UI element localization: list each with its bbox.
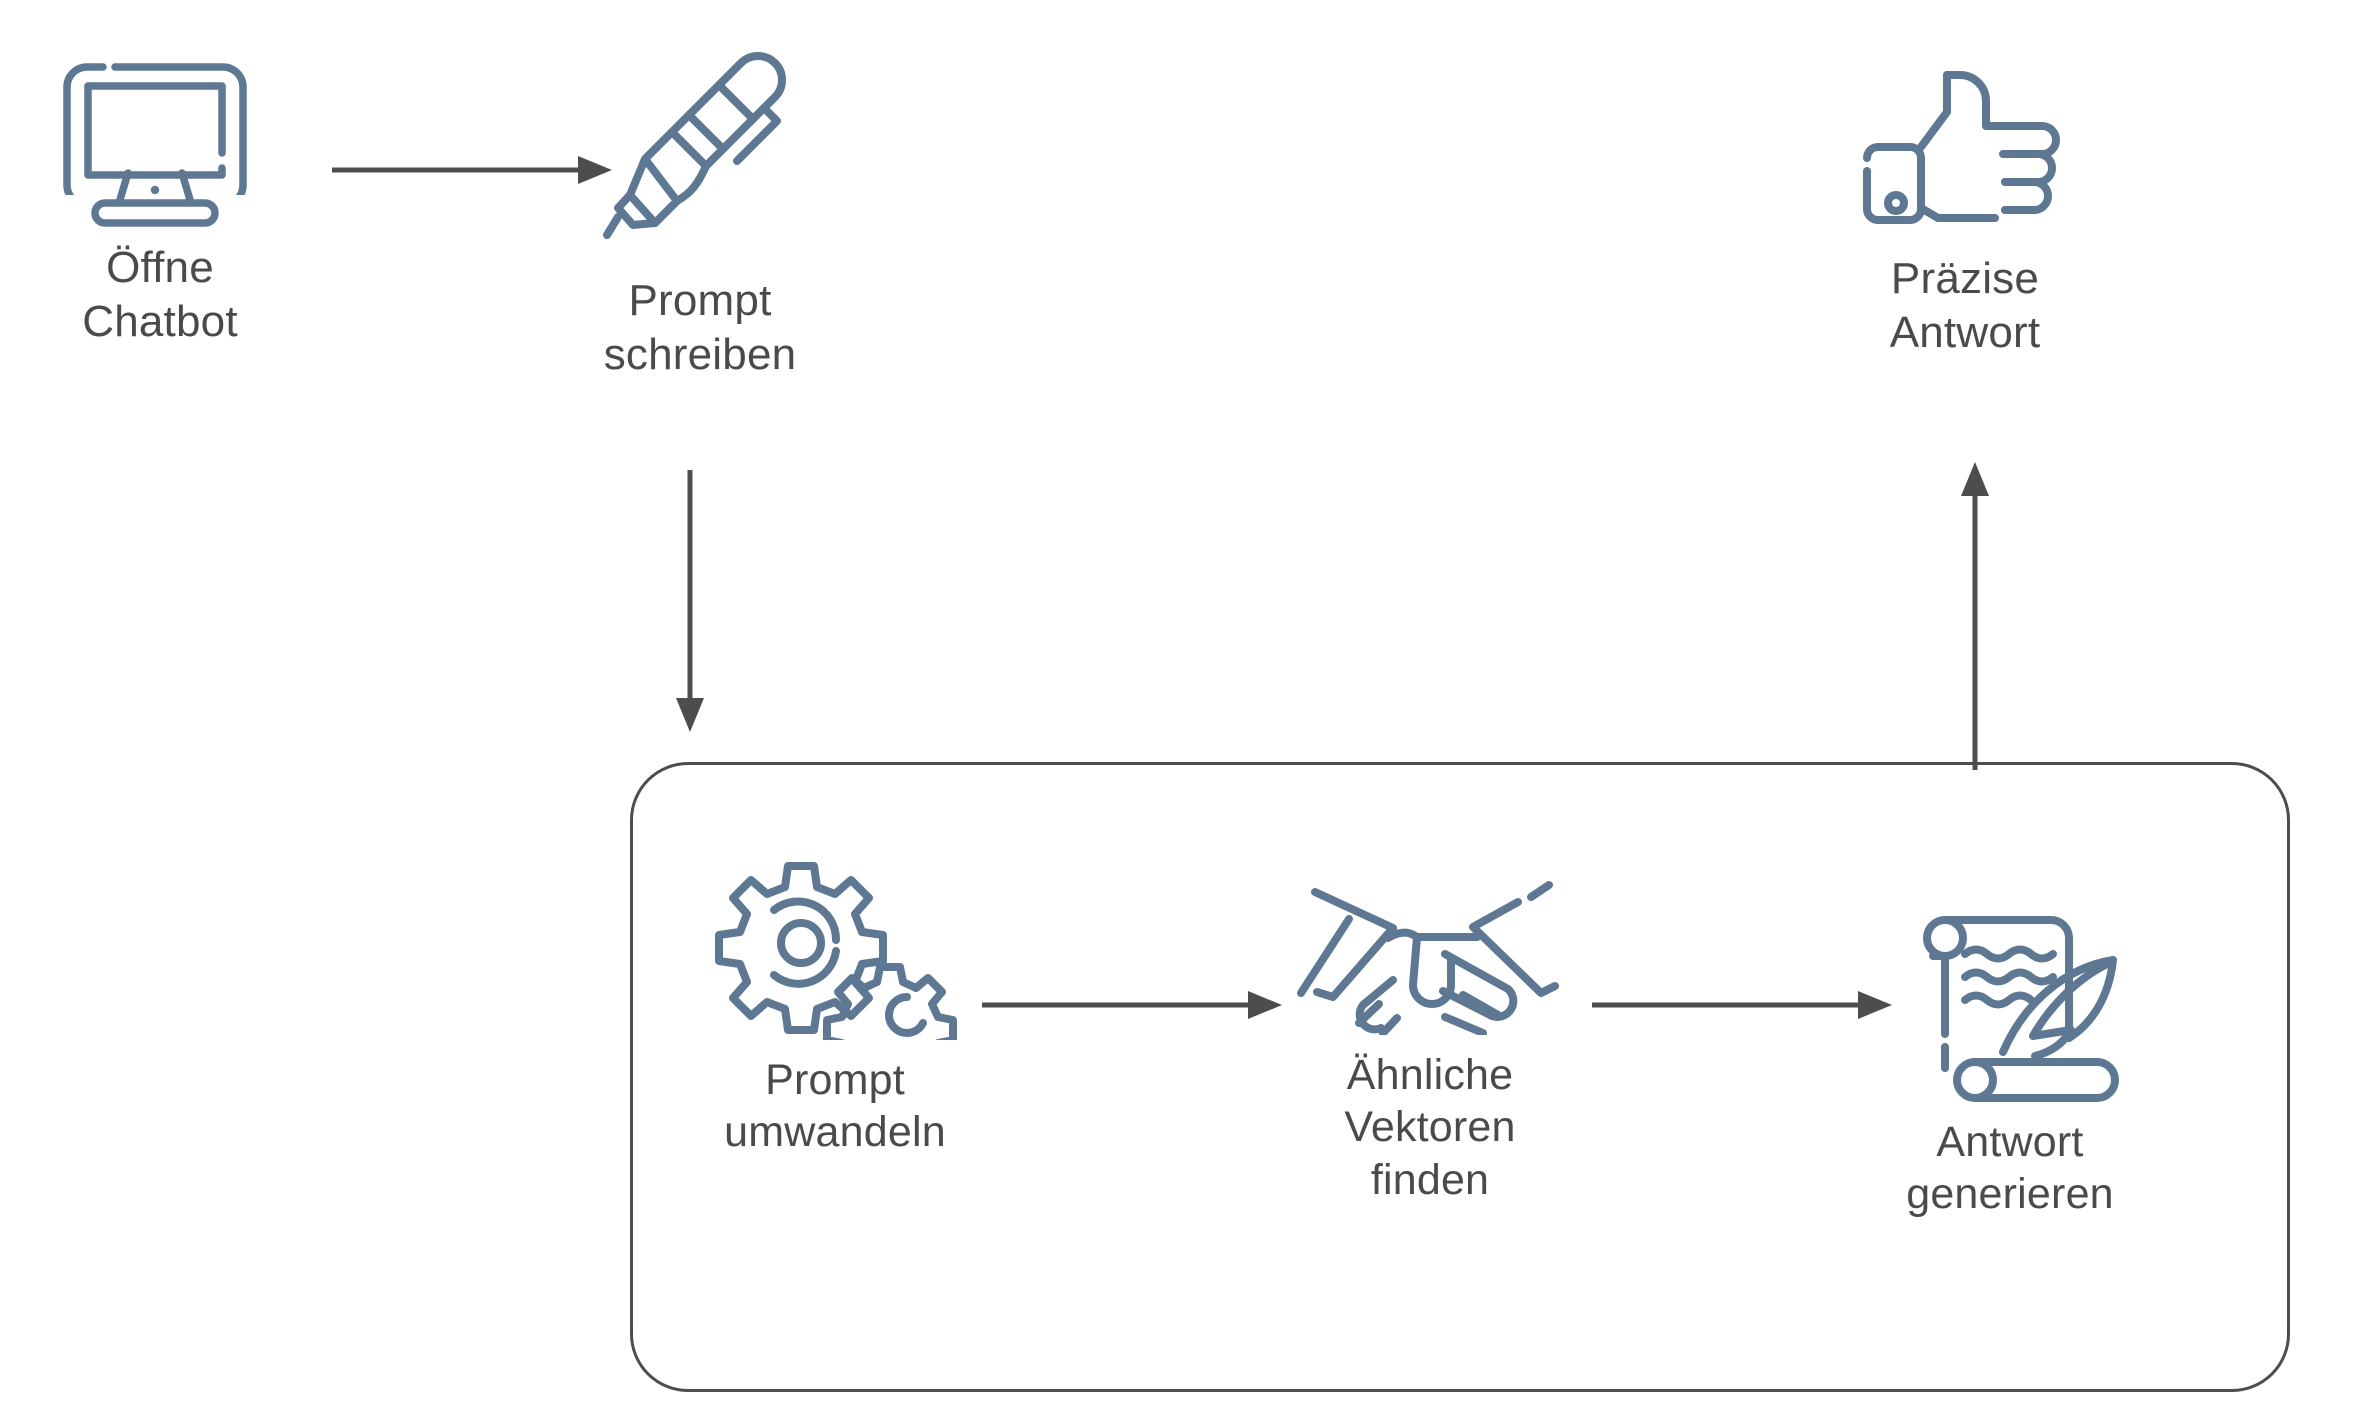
node-find-vectors[interactable]: Ähnliche Vektoren finden [1285,855,1575,1206]
scroll-quill-icon [1885,872,2135,1102]
arrow-process-box-to-precise-answer [1961,462,1989,770]
arrow-transform-to-vectors [982,991,1282,1019]
node-open-chatbot[interactable]: Öffne Chatbot [25,45,295,348]
node-write-prompt[interactable]: Prompt schreiben [565,45,835,381]
node-transform-prompt[interactable]: Prompt umwandeln [685,845,985,1159]
handshake-icon [1293,855,1568,1037]
node-precise-answer-label: Präzise Antwort [1889,254,2041,357]
node-generate-answer-label: Antwort generieren [1906,1118,2114,1219]
node-generate-answer[interactable]: Antwort generieren [1865,872,2155,1221]
pen-icon [585,45,815,260]
node-precise-answer[interactable]: Präzise Antwort [1830,48,2100,359]
node-find-vectors-label: Ähnliche Vektoren finden [1344,1051,1516,1204]
monitor-stand-icon [45,169,275,227]
gears-icon [698,845,973,1097]
node-open-chatbot-label: Öffne Chatbot [82,243,238,346]
rag-process-container [630,762,2290,1392]
arrow-open-chatbot-to-write-prompt [332,156,612,184]
node-transform-prompt-label: Prompt umwandeln [724,1056,946,1157]
arrow-vectors-to-generate [1592,991,1892,1019]
node-write-prompt-label: Prompt schreiben [603,276,797,379]
thumbs-up-icon [1840,48,2090,238]
arrow-write-prompt-to-process-box [676,470,704,732]
